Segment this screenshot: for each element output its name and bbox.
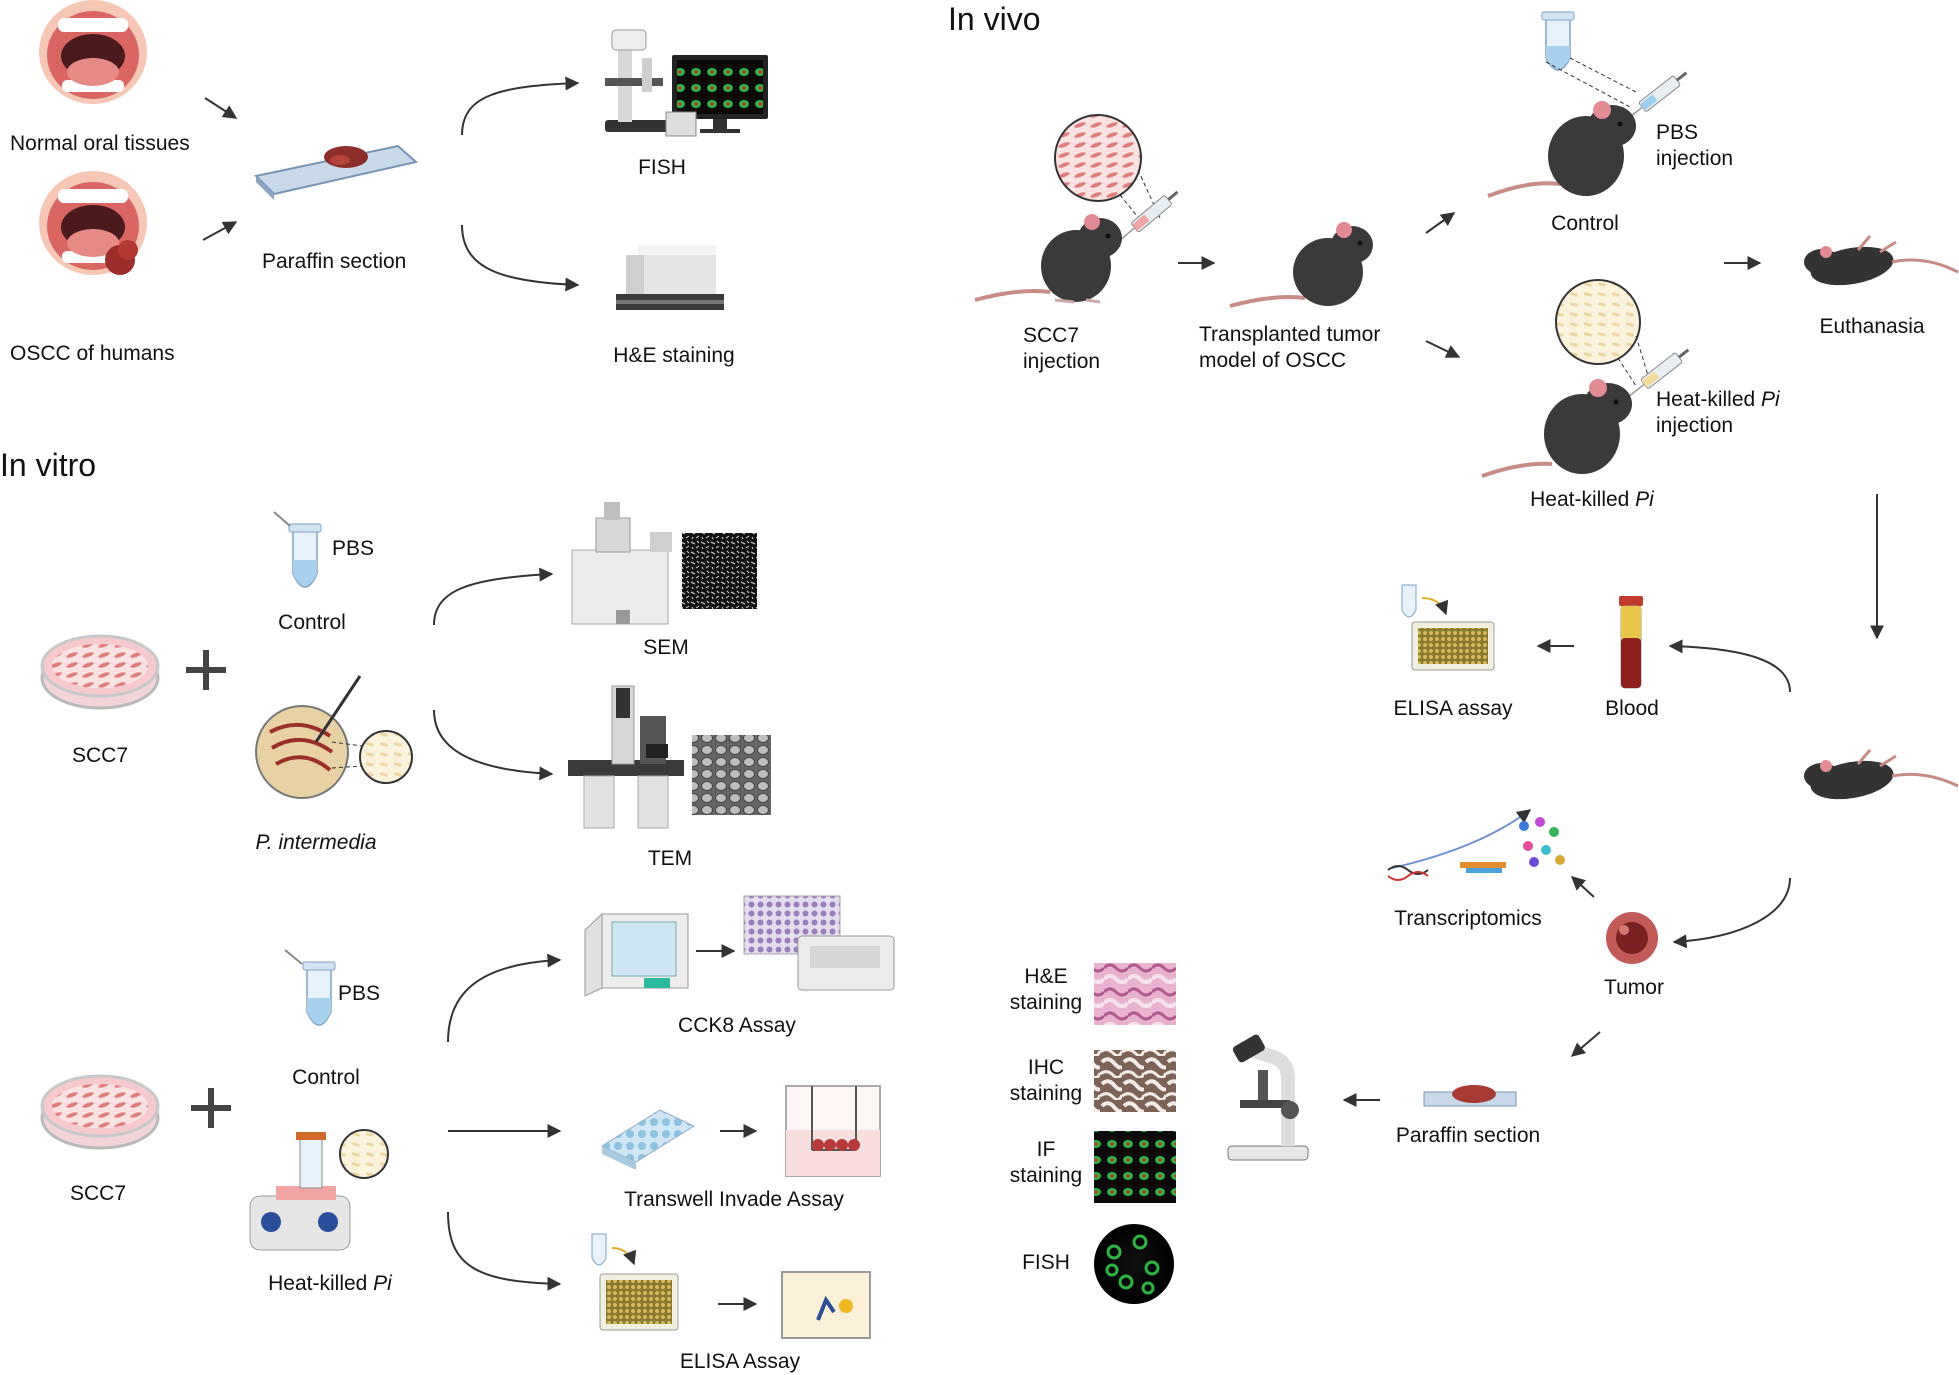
label-heat-killed-group: Heat-killed Pi — [1530, 488, 1654, 511]
arrow-to-blood — [1668, 639, 1791, 693]
label-paraffin-section-clinical: Paraffin section — [262, 250, 407, 273]
curved-arrows-clinical — [461, 76, 580, 292]
mouse-euthanized-icon-2 — [1804, 749, 1959, 800]
transcriptomics-icon — [1387, 809, 1565, 881]
fluorescence-microscope-icon — [605, 29, 768, 137]
label-pbs-injection: PBS injection — [1656, 121, 1734, 170]
label-scc7-vitro-1: SCC7 — [71, 744, 129, 767]
light-microscope-icon — [1227, 1034, 1309, 1161]
label-fish-clinical: FISH — [638, 156, 686, 179]
label-transcriptomics: Transcriptomics — [1394, 907, 1542, 930]
syringe-pbs-icon — [1626, 71, 1688, 121]
plus-sign-2 — [191, 1088, 231, 1128]
paraffin-slide-icon — [253, 144, 419, 200]
label-scc7-vitro-2: SCC7 — [69, 1182, 127, 1205]
label-euthanasia: Euthanasia — [1819, 315, 1925, 338]
section-heading-in-vitro: In vitro — [0, 447, 97, 483]
label-control-invivo: Control — [1551, 212, 1619, 235]
mouse-scc7-icon — [974, 214, 1122, 304]
label-cck8-assay: CCK8 Assay — [678, 1014, 796, 1037]
section-heading-in-vivo: In vivo — [948, 1, 1041, 37]
incubator-icon — [584, 912, 689, 997]
mouth-normal-icon — [39, 0, 147, 104]
bacteria-culture-icon — [255, 675, 413, 799]
scc7-cell-circle — [1054, 114, 1161, 223]
paraffin-slide-invivo-icon — [1423, 1085, 1517, 1107]
arrows-to-groups — [1425, 212, 1461, 358]
label-transwell-assay: Transwell Invade Assay — [624, 1188, 844, 1211]
arrows-to-slide — [202, 97, 238, 241]
petri-dish-2-icon — [40, 1074, 160, 1150]
label-paraffin-section-invivo: Paraffin section — [1395, 1124, 1541, 1147]
he-scanner-icon — [616, 245, 724, 310]
label-tem: TEM — [647, 847, 693, 870]
mouse-model-icon — [1229, 222, 1373, 308]
label-scc7-injection: SCC7 injection — [1023, 324, 1101, 373]
label-heat-killed-injection: Heat-killed Pi injection — [1656, 388, 1780, 437]
well-plate-icon — [600, 1109, 696, 1170]
microplate-reader-icon — [743, 895, 895, 991]
pbs-tube-1-icon — [273, 511, 322, 588]
tumor-icon — [1606, 912, 1658, 964]
label-stain-he: H&E staining — [1009, 965, 1083, 1014]
arrows-vitro-2 — [447, 944, 758, 1311]
label-elisa-assay-vitro: ELISA Assay — [679, 1350, 801, 1373]
petri-dish-1-icon — [40, 634, 160, 710]
tem-instrument-icon — [568, 685, 771, 829]
arrow-tumor-to-transcriptomics — [1570, 876, 1595, 898]
label-pbs-vitro-2: PBS — [338, 982, 381, 1005]
heat-block-icon — [249, 1129, 389, 1251]
label-he-staining-clinical: H&E staining — [613, 344, 735, 367]
blood-tube-icon — [1619, 596, 1643, 689]
mouse-control-icon — [1487, 101, 1636, 198]
label-blood: Blood — [1605, 697, 1659, 720]
pbs-tube-2-icon — [284, 949, 336, 1026]
elisa-plate-vitro-icon — [591, 1233, 679, 1331]
arrow-to-tumor — [1672, 877, 1791, 949]
sem-instrument-icon — [571, 502, 757, 625]
label-transplanted-model: Transplanted tumor model of OSCC — [1199, 323, 1381, 372]
pbs-tube-invivo-icon — [1541, 11, 1637, 109]
stain-images — [1094, 963, 1176, 1304]
label-control-vitro-2: Control — [292, 1066, 360, 1089]
label-control-vitro-1: Control — [278, 611, 346, 634]
antibody-well-icon — [781, 1271, 871, 1339]
arrow-tumor-to-section — [1570, 1031, 1601, 1057]
label-stain-ihc: IHC staining — [1009, 1056, 1083, 1105]
label-sem: SEM — [643, 636, 689, 659]
curved-arrows-vitro-1 — [433, 567, 554, 781]
elisa-plate-invivo-icon — [1401, 584, 1495, 671]
label-stain-fish: FISH — [1022, 1251, 1070, 1274]
mouse-heat-killed-icon — [1481, 379, 1632, 478]
label-stain-if: IF staining — [1009, 1138, 1083, 1187]
transwell-icon — [785, 1085, 881, 1177]
label-elisa-assay-invivo: ELISA assay — [1393, 697, 1513, 720]
label-heat-killed-vitro: Heat-killed Pi — [268, 1272, 392, 1295]
heat-killed-circle — [1555, 279, 1651, 387]
label-oscc-of-humans: OSCC of humans — [10, 342, 175, 365]
plus-sign-1 — [186, 650, 226, 690]
syringe-heat-killed-icon — [1628, 348, 1690, 398]
label-tumor: Tumor — [1604, 976, 1664, 999]
mouse-euthanized-icon-1 — [1804, 235, 1959, 286]
label-pbs-vitro-1: PBS — [332, 537, 375, 560]
label-normal-oral-tissues: Normal oral tissues — [10, 132, 190, 155]
syringe-scc7-icon — [1118, 190, 1179, 242]
label-p-intermedia: P. intermedia — [255, 831, 377, 854]
mouth-oscc-icon — [39, 171, 147, 275]
